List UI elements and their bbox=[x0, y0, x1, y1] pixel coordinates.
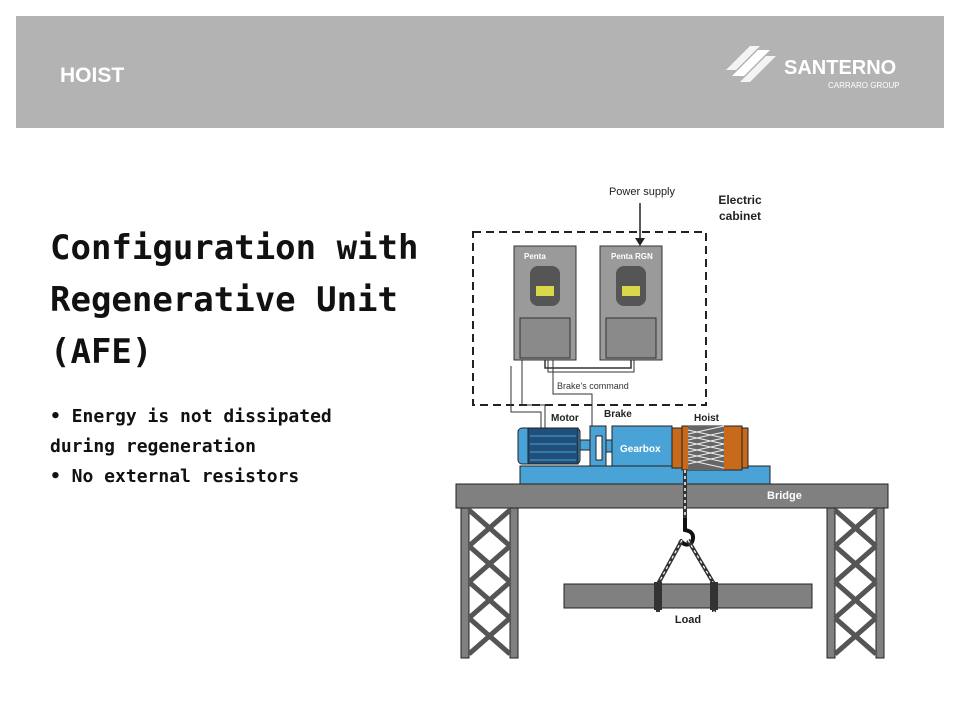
electric-cabinet-outline bbox=[472, 231, 707, 406]
title-line-2: Regenerative Unit bbox=[50, 280, 398, 320]
right-truss bbox=[826, 507, 885, 659]
load-label: Load bbox=[675, 614, 701, 626]
load-pipe bbox=[563, 583, 813, 609]
motor-wire-2 bbox=[521, 360, 546, 430]
dc-link-wire-2 bbox=[547, 360, 635, 373]
penta-rgn-drive: Penta RGN bbox=[599, 245, 663, 361]
drive1-label: Penta bbox=[524, 252, 546, 261]
cabinet-label-1: Electric bbox=[718, 193, 762, 207]
logo-brand: SANTERNO bbox=[784, 57, 896, 79]
header-bar: HOIST bbox=[16, 16, 944, 128]
logo-group: CARRARO GROUP bbox=[828, 81, 900, 90]
title-line-1: Configuration with bbox=[50, 228, 419, 268]
bullet-list: • Energy is not dissipated during regene… bbox=[50, 402, 332, 492]
sling-clamp-right bbox=[710, 582, 718, 610]
bullet-2: • No external resistors bbox=[50, 466, 300, 487]
brake-command-wire bbox=[552, 360, 593, 426]
hook-icon bbox=[678, 518, 696, 547]
hoist-label: Hoist bbox=[694, 413, 720, 424]
bridge-beam bbox=[455, 483, 889, 509]
power-arrow-icon bbox=[635, 238, 645, 246]
brake-command-label: Brake's command bbox=[557, 381, 629, 391]
logo-mark-icon bbox=[726, 46, 776, 82]
bridge-label: Bridge bbox=[767, 490, 802, 502]
bullet-1-cont: during regeneration bbox=[50, 436, 256, 457]
page-title: Configuration with Regenerative Unit (AF… bbox=[50, 222, 450, 378]
hoist-drum bbox=[671, 425, 749, 471]
gearbox-label: Gearbox bbox=[620, 444, 661, 455]
sling-clamp-left bbox=[654, 582, 662, 610]
penta-drive: Penta bbox=[513, 245, 577, 361]
gearbox: Gearbox bbox=[611, 425, 673, 467]
motor-label: Motor bbox=[551, 413, 579, 424]
bullet-1: • Energy is not dissipated bbox=[50, 406, 332, 427]
drive2-label: Penta RGN bbox=[611, 252, 653, 261]
title-line-3: (AFE) bbox=[50, 332, 153, 372]
motor bbox=[517, 427, 591, 465]
left-truss bbox=[460, 507, 519, 659]
cabinet-label-2: cabinet bbox=[719, 209, 761, 223]
dc-link-wire bbox=[544, 360, 632, 369]
santerno-logo: SANTERNO CARRARO GROUP bbox=[726, 46, 900, 90]
brake bbox=[589, 425, 617, 467]
header-title: HOIST bbox=[60, 64, 125, 87]
motor-wire bbox=[510, 366, 542, 430]
brake-label: Brake bbox=[604, 409, 632, 420]
power-supply-label: Power supply bbox=[609, 186, 676, 198]
